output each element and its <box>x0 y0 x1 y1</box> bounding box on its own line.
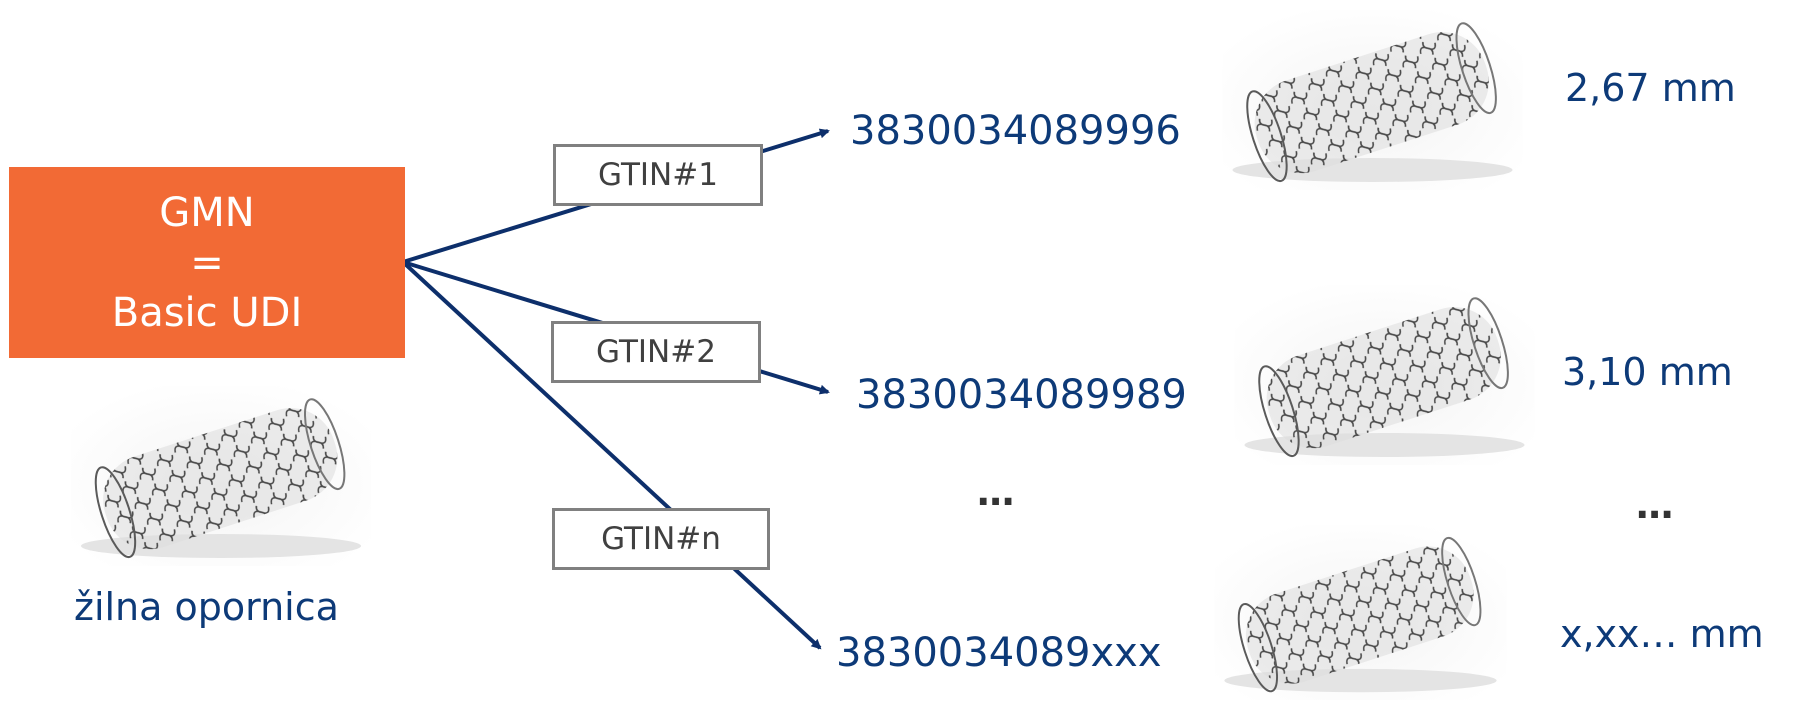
stent-image-1 <box>1221 10 1524 190</box>
gmn-basic-udi-box: GMN = Basic UDI <box>9 167 405 358</box>
basic-udi-label: Basic UDI <box>111 289 303 336</box>
gtin-box-2: GTIN#2 <box>551 321 761 383</box>
gtin-box-n: GTIN#n <box>552 508 770 570</box>
gtin-box-1: GTIN#1 <box>553 144 763 206</box>
arrow-gtin-n <box>401 260 822 650</box>
gtin-number-2: 3830034089989 <box>856 372 1187 418</box>
equals-label: = <box>190 239 224 286</box>
gtin-number-1: 3830034089996 <box>850 108 1181 154</box>
gmn-label: GMN <box>159 189 255 236</box>
stent-image-2 <box>1233 285 1536 465</box>
size-2: 3,10 mm <box>1562 350 1733 394</box>
gtin-number-n: 3830034089xxx <box>836 630 1162 676</box>
numbers-ellipsis: ... <box>976 470 1015 514</box>
sizes-ellipsis: ... <box>1635 483 1674 527</box>
root-caption: žilna opornica <box>74 585 339 629</box>
stent-image-n <box>1213 525 1508 700</box>
size-n: x,xx… mm <box>1560 612 1764 656</box>
stent-image-root <box>70 386 372 566</box>
size-1: 2,67 mm <box>1565 66 1736 110</box>
